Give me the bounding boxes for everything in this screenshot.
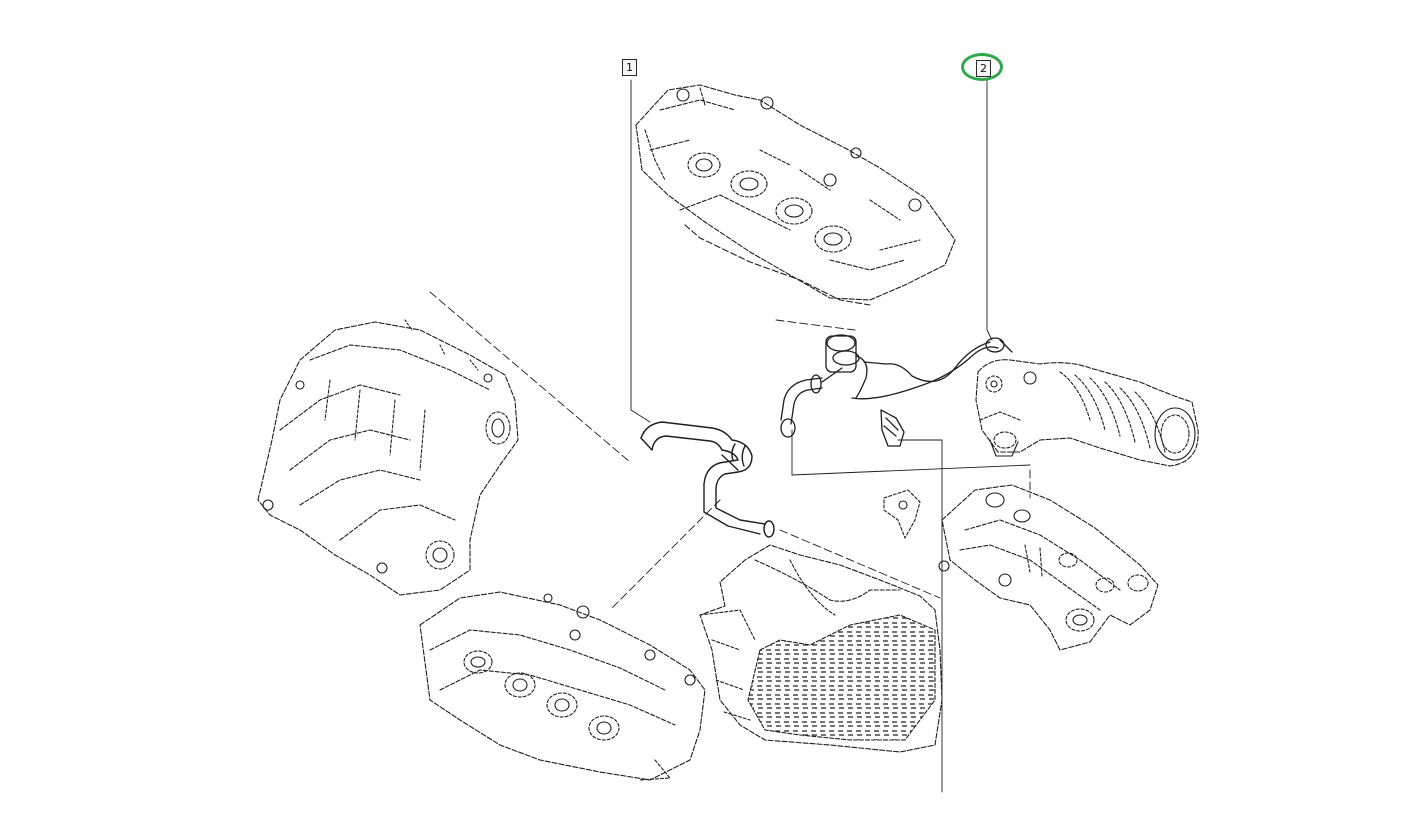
engine-cover — [699, 544, 943, 753]
pcv-hose — [780, 334, 1013, 447]
valve-cover — [635, 84, 956, 306]
exhaust-manifold — [883, 484, 1159, 651]
breather-hose — [640, 421, 775, 538]
reference-lines — [429, 291, 1031, 611]
leader-lines — [630, 79, 1031, 793]
throttle-body — [975, 359, 1199, 467]
intake-manifold — [257, 319, 519, 596]
part-number-1[interactable]: 1 — [622, 59, 637, 76]
engine-block — [419, 591, 706, 781]
part-number-2[interactable]: 2 — [976, 60, 991, 77]
